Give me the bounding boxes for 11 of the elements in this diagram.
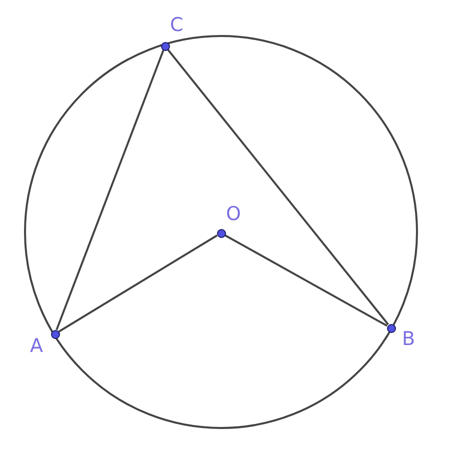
- point-label: C: [170, 16, 184, 35]
- point-dot: [216, 228, 226, 238]
- line-segment: [167, 48, 389, 326]
- point-dot: [50, 330, 60, 338]
- point-label: A: [30, 337, 43, 356]
- line-segment: [58, 234, 218, 333]
- line-segment: [224, 234, 388, 327]
- line-segment: [56, 50, 164, 330]
- point-label: B: [402, 330, 416, 349]
- point-dot: [160, 42, 170, 50]
- point-label: O: [226, 205, 241, 224]
